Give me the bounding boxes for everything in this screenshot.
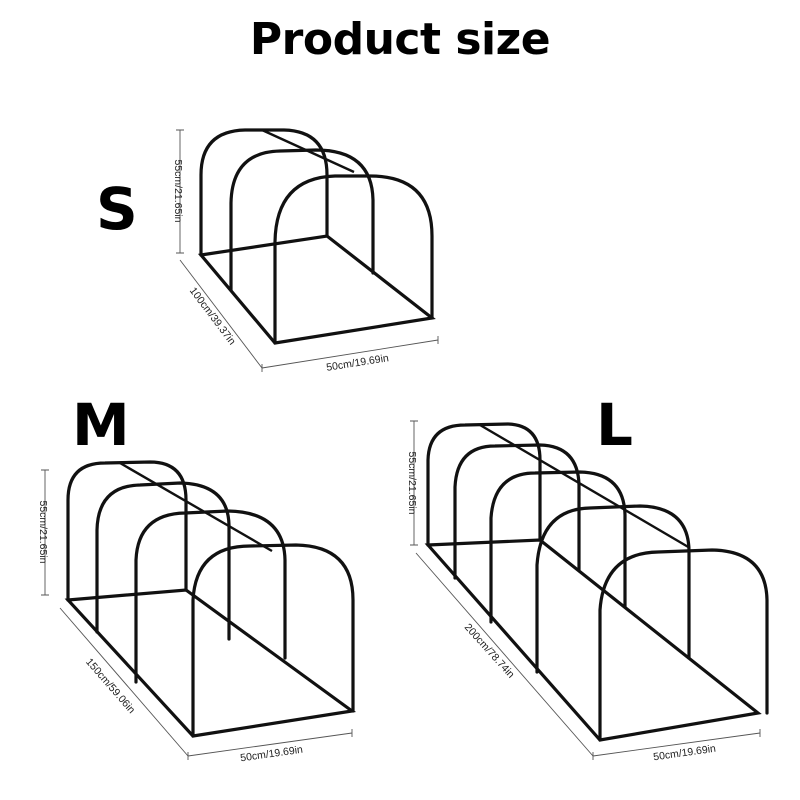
l-length-dim: 200cm/78.74in <box>462 621 517 680</box>
frame-m: 55cm/21.65in 150cm/59.06in 50cm/19.69in <box>37 460 357 765</box>
frame-l: 55cm/21.65in 200cm/78.74in 50cm/19.69in <box>406 420 769 764</box>
frame-s: 55cm/21.65in 100cm/39.37in 50cm/19.69in <box>172 128 439 374</box>
size-label-s: S <box>96 175 138 243</box>
s-width-dim: 50cm/19.69in <box>325 352 389 374</box>
s-height-dim: 55cm/21.65in <box>172 159 184 222</box>
page-title: Product size <box>249 14 551 65</box>
m-width-dim: 50cm/19.69in <box>240 744 304 765</box>
s-length-dim: 100cm/39.37in <box>187 285 238 347</box>
m-height-dim: 55cm/21.65in <box>37 500 49 563</box>
l-width-dim: 50cm/19.69in <box>653 743 717 764</box>
size-label-m: M <box>72 391 130 459</box>
size-label-l: L <box>596 391 633 459</box>
l-height-dim: 55cm/21.65in <box>406 451 418 514</box>
